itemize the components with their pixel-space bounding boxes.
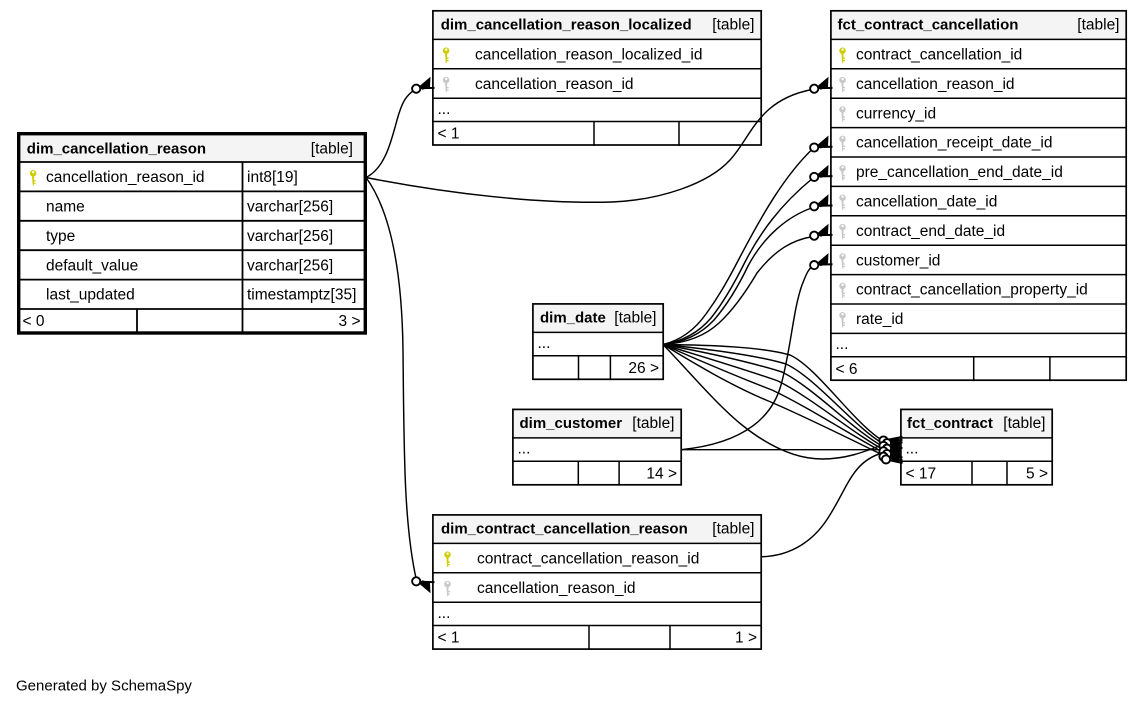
svg-text:dim_date: dim_date [540, 310, 606, 327]
svg-text:cancellation_receipt_date_id: cancellation_receipt_date_id [856, 135, 1052, 152]
svg-text:dim_cancellation_reason_locali: dim_cancellation_reason_localized [441, 17, 692, 34]
svg-text:Generated by SchemaSpy: Generated by SchemaSpy [16, 678, 192, 695]
svg-text:...: ... [438, 101, 451, 118]
svg-text:currency_id: currency_id [856, 105, 936, 122]
svg-text:fct_contract_cancellation: fct_contract_cancellation [838, 17, 1019, 34]
svg-text:[table]: [table] [311, 141, 353, 158]
svg-text:14 >: 14 > [646, 465, 677, 482]
svg-text:varchar[256]: varchar[256] [247, 199, 333, 216]
svg-text:cancellation_reason_id: cancellation_reason_id [477, 580, 636, 597]
svg-text:3 >: 3 > [339, 313, 361, 330]
svg-text:...: ... [518, 441, 531, 458]
svg-text:varchar[256]: varchar[256] [247, 228, 333, 245]
svg-text:< 1: < 1 [438, 630, 460, 647]
svg-text:contract_cancellation_property: contract_cancellation_property_id [856, 282, 1088, 299]
svg-text:[table]: [table] [712, 17, 754, 34]
svg-text:type: type [46, 228, 75, 245]
svg-text:pre_cancellation_end_date_id: pre_cancellation_end_date_id [856, 164, 1063, 181]
svg-text:...: ... [538, 335, 551, 352]
svg-text:default_value: default_value [46, 257, 138, 274]
svg-text:< 6: < 6 [836, 361, 858, 378]
svg-text:dim_customer: dim_customer [520, 415, 623, 432]
svg-text:dim_contract_cancellation_reas: dim_contract_cancellation_reason [441, 521, 688, 538]
svg-text:cancellation_reason_id: cancellation_reason_id [46, 169, 205, 186]
svg-text:26 >: 26 > [628, 360, 659, 377]
svg-text:rate_id: rate_id [856, 311, 903, 328]
svg-text:< 1: < 1 [438, 126, 460, 143]
svg-text:name: name [46, 199, 85, 216]
svg-text:last_updated: last_updated [46, 287, 135, 304]
svg-text:cancellation_reason_id: cancellation_reason_id [475, 76, 634, 93]
svg-text:[table]: [table] [712, 521, 754, 538]
svg-text:fct_contract: fct_contract [907, 415, 993, 432]
svg-text:contract_end_date_id: contract_end_date_id [856, 223, 1005, 240]
svg-text:contract_cancellation_id: contract_cancellation_id [856, 47, 1022, 64]
svg-text:varchar[256]: varchar[256] [247, 257, 333, 274]
svg-text:cancellation_date_id: cancellation_date_id [856, 194, 997, 211]
svg-text:contract_cancellation_reason_i: contract_cancellation_reason_id [477, 551, 699, 568]
svg-text:< 17: < 17 [906, 465, 937, 482]
svg-text:timestamptz[35]: timestamptz[35] [247, 287, 356, 304]
svg-text:...: ... [438, 605, 451, 622]
svg-text:cancellation_reason_localized_: cancellation_reason_localized_id [475, 47, 703, 64]
svg-text:...: ... [906, 441, 919, 458]
svg-text:[table]: [table] [632, 415, 674, 432]
svg-text:1 >: 1 > [735, 630, 757, 647]
svg-text:customer_id: customer_id [856, 252, 940, 269]
svg-text:[table]: [table] [1003, 415, 1045, 432]
svg-text:5 >: 5 > [1026, 465, 1048, 482]
svg-text:cancellation_reason_id: cancellation_reason_id [856, 76, 1015, 93]
svg-text:int8[19]: int8[19] [247, 169, 298, 186]
svg-text:[table]: [table] [1077, 17, 1119, 34]
svg-text:[table]: [table] [614, 310, 656, 327]
svg-text:dim_cancellation_reason: dim_cancellation_reason [27, 141, 206, 158]
svg-text:< 0: < 0 [23, 313, 45, 330]
svg-text:...: ... [836, 336, 849, 353]
